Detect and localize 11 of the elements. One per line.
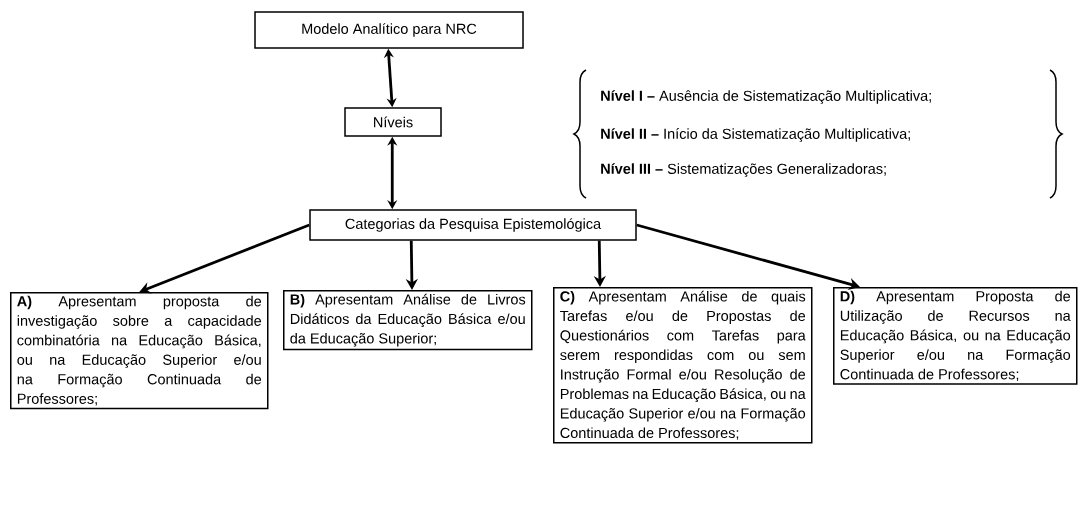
title-box: Categorias da Pesquisa Epistemológica	[309, 209, 637, 241]
level-text: Nível III – Sistematizações Generalizadoras;	[601, 163, 886, 177]
category-box: A) Apresentam proposta de investigação sobre a capacidade combinatória na Educação Básica, ou na Educação Superior e/ou na Formação Continuada de Professores;	[10, 292, 269, 410]
category-box: C) Apresentam Análise de quais Tarefas e/ou de Propostas de Questionários com Tarefas para serem respondidas com ou sem Instrução Formal e/ou Resolução de Problemas na Educação Básica, ou na Educação Superior e/ou na Formação Continuada de Professores;	[553, 287, 813, 444]
level-text: Nível II – Início da Sistematização Multiplicativa;	[601, 128, 910, 142]
category-box: B) Apresentam Análise de Livros Didáticos da Educação Básica e/ou da Educação Superior;	[283, 290, 533, 351]
arrow	[636, 223, 860, 290]
title-box: Modelo Analítico para NRC	[254, 11, 524, 49]
title-box: Níveis	[344, 107, 442, 137]
category-box: D) Apresentam Proposta de Utilização de Recursos na Educação Básica, ou na Educação Superior e/ou na Formação Continuada de Professores;	[833, 287, 1078, 385]
level-text: Nível I – Ausência de Sistematização Multiplicativa;	[601, 90, 931, 104]
